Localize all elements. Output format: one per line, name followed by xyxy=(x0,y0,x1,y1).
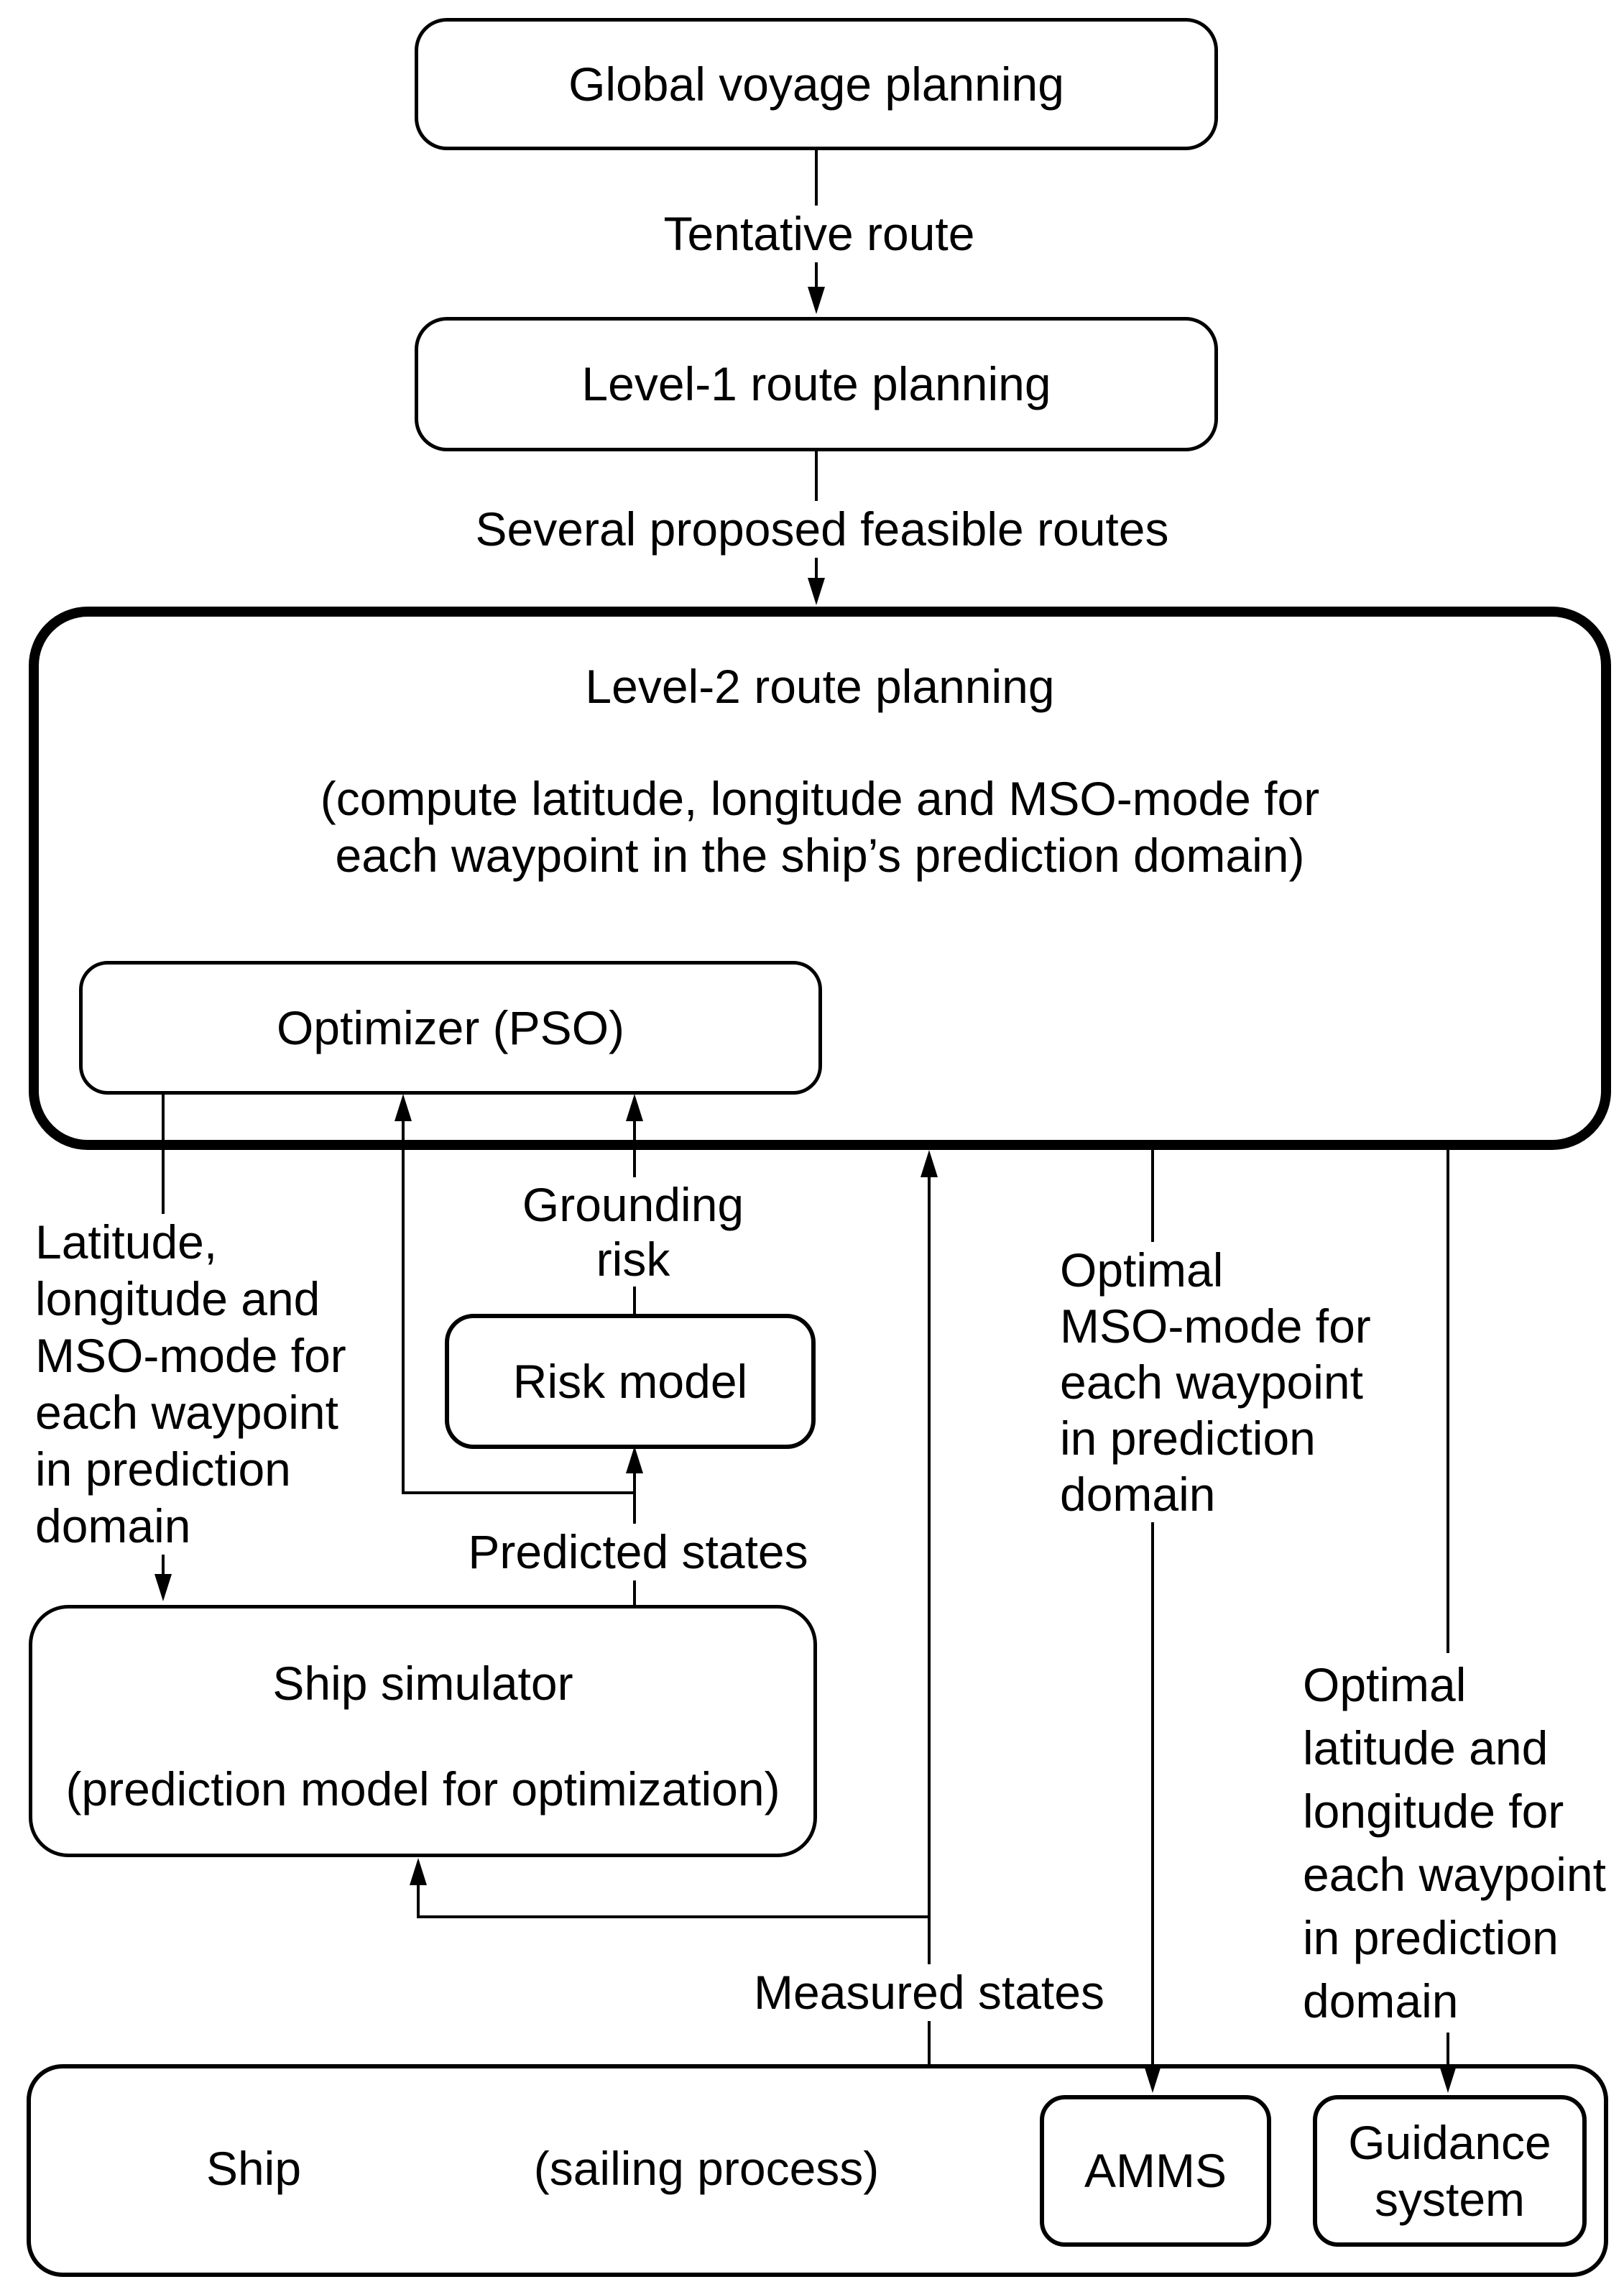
edge-label-latitude-longitude-mso: Latitude, longitude and MSO-mode for eac… xyxy=(29,1214,352,1555)
node-guidance-system-label: Guidance system xyxy=(1348,2115,1551,2226)
node-global-voyage-planning: Global voyage planning xyxy=(415,18,1218,150)
arrow-down-icon xyxy=(808,287,825,314)
node-level2-title: Level-2 route planning xyxy=(585,660,1055,713)
edge-label-optimal-mso-mode: Optimal MSO-mode for each waypoint in pr… xyxy=(1054,1242,1377,1522)
edge-label-optimal-latitude-longitude: Optimal latitude and longitude for each … xyxy=(1297,1653,1612,2033)
node-ship-simulator-title: Ship simulator xyxy=(272,1657,573,1710)
arrow-up-icon xyxy=(921,1150,938,1177)
node-amms: AMMS xyxy=(1040,2095,1271,2247)
edge-label-measured-states: Measured states xyxy=(748,1964,1110,2021)
node-ship-label: Ship xyxy=(206,2142,302,2195)
edge-label-tentative-route: Tentative route xyxy=(658,206,981,262)
arrow-down-icon xyxy=(154,1574,172,1601)
node-level1-route-planning: Level-1 route planning xyxy=(415,317,1218,451)
node-ship-simulator: Ship simulator (prediction model for opt… xyxy=(29,1605,817,1857)
arrow-up-icon xyxy=(410,1858,427,1885)
node-ship-sailing-process-label: (sailing process) xyxy=(533,2142,880,2195)
node-amms-label: AMMS xyxy=(1084,2144,1227,2197)
node-level1-route-planning-label: Level-1 route planning xyxy=(581,357,1051,410)
node-risk-model: Risk model xyxy=(445,1314,816,1449)
node-optimizer-pso: Optimizer (PSO) xyxy=(79,961,822,1095)
node-ship-simulator-subtitle: (prediction model for optimization) xyxy=(65,1762,780,1815)
node-level2-subtitle: (compute latitude, longitude and MSO-mod… xyxy=(320,772,1320,882)
arrow-up-icon xyxy=(626,1446,643,1473)
edge-label-predicted-states: Predicted states xyxy=(462,1524,814,1580)
node-risk-model-label: Risk model xyxy=(512,1354,748,1408)
edge-label-grounding-risk: Grounding risk xyxy=(516,1177,750,1287)
edge-label-several-proposed-routes: Several proposed feasible routes xyxy=(469,501,1175,558)
node-guidance-system: Guidance system xyxy=(1313,2095,1587,2247)
node-global-voyage-planning-label: Global voyage planning xyxy=(568,57,1064,111)
arrow-down-icon xyxy=(808,578,825,605)
node-optimizer-pso-label: Optimizer (PSO) xyxy=(276,1000,625,1054)
